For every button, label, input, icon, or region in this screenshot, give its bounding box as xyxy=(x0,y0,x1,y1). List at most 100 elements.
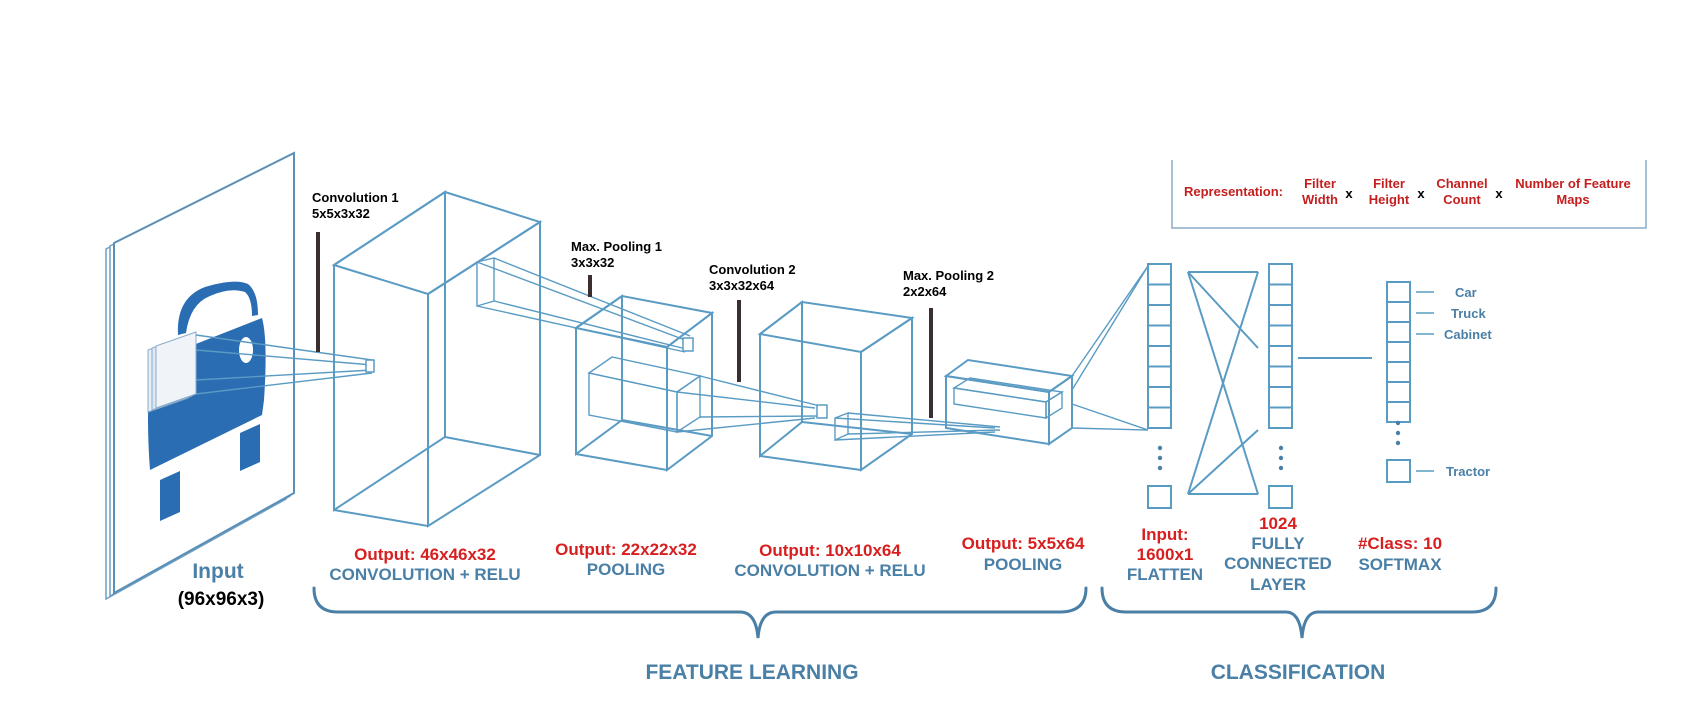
car-wheel-icons xyxy=(160,424,260,521)
channel-count-line2: Count xyxy=(1443,192,1481,207)
flatten-last-node xyxy=(1147,485,1172,509)
flatten-ellipsis xyxy=(1157,445,1163,471)
pool2-name: Max. Pooling 2 xyxy=(903,268,994,283)
pool2-marker-bar xyxy=(929,308,933,418)
softmax-layer-type: SOFTMAX xyxy=(1358,555,1442,574)
conv1-output: Output: 46x46x32 xyxy=(354,545,496,564)
fc-cell xyxy=(1268,263,1293,286)
filter-width-line2: Width xyxy=(1302,192,1338,207)
pool1-volume xyxy=(573,294,715,473)
softmax-cell xyxy=(1386,361,1411,383)
conv1-pool-window xyxy=(476,257,691,353)
conv2-layer-type: CONVOLUTION + RELU xyxy=(734,561,925,580)
fc-cell xyxy=(1268,406,1293,429)
fc-cell xyxy=(1268,386,1293,409)
pool1-marker-bar xyxy=(588,275,592,297)
flatten-input-label: Input: xyxy=(1141,525,1188,544)
conv1-params: 5x5x3x32 xyxy=(312,206,370,221)
conv2-marker-bar xyxy=(737,300,741,382)
fc-label-line1: FULLY xyxy=(1251,534,1305,553)
conv2-name: Convolution 2 xyxy=(709,262,796,277)
fc-units: 1024 xyxy=(1259,514,1297,533)
feature-learning-label: FEATURE LEARNING xyxy=(645,661,858,684)
pool2-inner-slab xyxy=(952,377,1064,420)
flatten-cell xyxy=(1147,386,1172,409)
flatten-cell xyxy=(1147,324,1172,347)
fc-cell xyxy=(1268,345,1293,368)
softmax-cell xyxy=(1386,321,1411,343)
input-size: (96x96x3) xyxy=(178,589,265,610)
fc-cell xyxy=(1268,283,1293,306)
conv2-output: Output: 10x10x64 xyxy=(759,541,901,560)
flatten-layer-type: FLATTEN xyxy=(1127,565,1203,584)
fc-label-line2: CONNECTED xyxy=(1224,554,1332,573)
conv1-layer-type: CONVOLUTION + RELU xyxy=(329,565,520,584)
flatten-cell xyxy=(1147,345,1172,368)
flatten-fc-connections xyxy=(1187,271,1259,495)
softmax-cell xyxy=(1386,401,1411,423)
times-3: x xyxy=(1495,186,1503,201)
conv2-params: 3x3x32x64 xyxy=(709,278,775,293)
times-1: x xyxy=(1345,186,1353,201)
flatten-vector xyxy=(1147,263,1172,429)
conv1-kernel-point xyxy=(365,359,375,373)
input-title: Input xyxy=(192,560,243,583)
pool1-target-point xyxy=(682,337,694,352)
conv1-volume xyxy=(331,190,543,528)
fc-last-node xyxy=(1268,485,1293,509)
flatten-cell xyxy=(1147,406,1172,429)
fc-cell xyxy=(1268,324,1293,347)
softmax-vector xyxy=(1386,281,1411,423)
classification-brace xyxy=(1100,586,1498,639)
fc-label-line3: LAYER xyxy=(1250,575,1306,594)
pool2-layer-type: POOLING xyxy=(984,555,1062,574)
flatten-cell xyxy=(1147,263,1172,286)
fc-cell xyxy=(1268,365,1293,388)
fully-connected-vector xyxy=(1268,263,1293,429)
class-label-truck: Truck xyxy=(1451,306,1486,321)
softmax-classes: #Class: 10 xyxy=(1358,534,1442,553)
class-label-ticks xyxy=(1416,291,1434,472)
softmax-cell xyxy=(1386,301,1411,323)
feature-learning-brace xyxy=(312,586,1088,639)
class-label-car: Car xyxy=(1455,285,1477,300)
channel-count-line1: Channel xyxy=(1436,176,1487,191)
softmax-ellipsis xyxy=(1395,420,1401,446)
pool2-params: 2x2x64 xyxy=(903,284,947,299)
projection-input-conv1 xyxy=(195,334,373,395)
fc-ellipsis xyxy=(1278,445,1284,471)
softmax-last-node xyxy=(1386,459,1411,483)
conv2-pool-window xyxy=(834,411,1001,442)
pool2-output: Output: 5x5x64 xyxy=(962,534,1085,553)
representation-label: Representation: xyxy=(1184,184,1283,199)
conv1-name: Convolution 1 xyxy=(312,190,399,205)
filter-width-line1: Filter xyxy=(1304,176,1336,191)
softmax-cell xyxy=(1386,381,1411,403)
pool1-params: 3x3x32 xyxy=(571,255,614,270)
times-2: x xyxy=(1417,186,1425,201)
conv2-target-point xyxy=(816,404,828,419)
class-label-tractor: Tractor xyxy=(1446,464,1490,479)
representation-legend: Representation: Filter Width x Filter He… xyxy=(1171,160,1647,229)
softmax-cell xyxy=(1386,281,1411,303)
input-filter-window xyxy=(147,331,197,413)
pool1-output: Output: 22x22x32 xyxy=(555,540,697,559)
flatten-cell xyxy=(1147,365,1172,388)
filter-height-line1: Filter xyxy=(1373,176,1405,191)
projection-pool2-flatten xyxy=(1071,265,1149,431)
classification-label: CLASSIFICATION xyxy=(1211,661,1386,684)
conv1-marker-bar xyxy=(316,232,320,352)
pool1-name: Max. Pooling 1 xyxy=(571,239,662,254)
class-label-cabinet: Cabinet xyxy=(1444,327,1492,342)
flatten-input-size: 1600x1 xyxy=(1137,545,1194,564)
pool2-volume xyxy=(943,358,1075,446)
fc-cell xyxy=(1268,304,1293,327)
feature-maps-line1: Number of Feature xyxy=(1515,176,1631,191)
conv2-volume xyxy=(757,299,915,472)
filter-height-line2: Height xyxy=(1369,192,1410,207)
flatten-cell xyxy=(1147,283,1172,306)
softmax-cell xyxy=(1386,341,1411,363)
feature-maps-line2: Maps xyxy=(1556,192,1589,207)
flatten-cell xyxy=(1147,304,1172,327)
